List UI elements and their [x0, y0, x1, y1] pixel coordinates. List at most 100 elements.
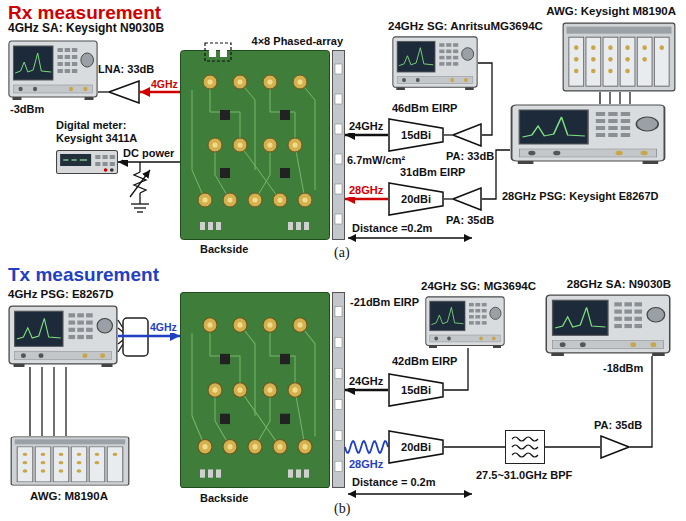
generator-picture — [393, 37, 477, 90]
instrument-label: 4GHz SA: Keysight N9030B — [8, 22, 164, 36]
antenna-panel — [333, 293, 345, 488]
phased-array-board: Backside — [180, 292, 345, 488]
analyzer-picture — [546, 295, 669, 356]
spectrum-analyzer: 4GHz SA: Keysight N9030B — [8, 40, 98, 100]
instrument-label: 24GHz SG: AnritsuMG3694C — [388, 20, 543, 33]
instrument-label: Backside — [200, 492, 248, 505]
awg-wires — [42, 367, 66, 436]
instrument-label: PA: 35dB — [594, 419, 642, 432]
signal-arrow — [345, 389, 388, 391]
signal-arrow — [140, 91, 180, 93]
chip-pair — [209, 47, 227, 57]
phased-array-board: 4×8 Phased-arrayBackside — [180, 50, 345, 240]
signal-wire — [444, 134, 452, 135]
measurement-note: -21dBm EIRP — [350, 296, 419, 309]
signal-arrow — [118, 161, 180, 162]
signal-label: 28GHz — [349, 184, 383, 197]
signal-arrow — [118, 335, 180, 337]
resistor-symbol — [130, 162, 150, 212]
horn-antenna: 20dBi — [388, 430, 444, 464]
bandpass-filter: 27.5~31.0GHz BPF — [505, 430, 545, 464]
power-amplifier: PA: 33dB — [452, 123, 482, 147]
horn-antenna: 15dBi — [388, 373, 444, 407]
signal-label: 28GHz — [349, 458, 383, 471]
filter-ground — [505, 430, 545, 464]
measurement-note: Distance = 0.2m — [352, 476, 435, 489]
shape-outline — [389, 183, 443, 215]
generator-picture — [512, 105, 665, 164]
instrument-label: Digital meter: Keysight 3411A — [56, 119, 156, 144]
signal-wire — [545, 446, 600, 447]
instrument-label: Backside — [200, 243, 248, 256]
awg-picture — [11, 437, 129, 485]
spectrum-analyzer: 28GHz SA: N9030B — [545, 294, 671, 356]
shape-outline — [452, 187, 482, 211]
instrument-label: 27.5~31.0GHz BPF — [476, 469, 572, 482]
horn-antenna: 20dBi — [388, 182, 444, 216]
signal-wire — [444, 348, 468, 390]
signal-wire — [444, 198, 452, 199]
subfigure-tag: (b) — [334, 501, 350, 517]
measurement-note: 31dBm EIRP — [400, 166, 465, 179]
signal-generator: 4GHz PSG: E8267D — [8, 305, 118, 367]
signal-arrow — [345, 198, 388, 200]
shape-outline — [109, 81, 139, 103]
gain-label: 20dBi — [401, 193, 431, 206]
digital-meter: Digital meter: Keysight 3411A — [56, 150, 118, 174]
shape-outline — [600, 435, 630, 459]
gain-label: 15dBi — [401, 129, 431, 142]
signal-wire — [98, 91, 108, 92]
instrument-label: LNA: 33dB — [98, 63, 154, 76]
shape-outline — [389, 431, 443, 463]
antenna-panel — [333, 51, 345, 240]
shape-outline — [108, 80, 140, 104]
signal-wire — [444, 446, 505, 447]
panel-title: Tx measurement — [8, 264, 159, 286]
instrument-label: 24GHz SG: MG3694C — [421, 280, 536, 293]
instrument-label: AWG: M8190A — [30, 490, 108, 503]
measurement-note: Distance =0.2m — [352, 222, 432, 235]
awg-chassis: AWG: Keysight M8190A — [562, 22, 676, 92]
signal-generator: 24GHz SG: MG3694C — [425, 296, 505, 348]
power-amplifier: PA: 35dB — [452, 187, 482, 211]
instrument-label: 4×8 Phased-array — [252, 35, 343, 48]
distance-arrow — [348, 493, 472, 495]
instrument-label: AWG: Keysight M8190A — [546, 5, 676, 18]
meter-picture — [57, 151, 118, 174]
instrument-label: 4GHz PSG: E8267D — [8, 288, 113, 301]
measurement-note: 6.7mW/cm² — [347, 154, 405, 167]
awg-picture — [563, 23, 675, 91]
instrument-label: 28GHz PSG: Keysight E8267D — [502, 190, 659, 203]
panel-title: Rx measurement — [8, 2, 161, 24]
measurement-note: -3dBm — [10, 103, 44, 116]
pcb-picture — [181, 293, 330, 488]
signal-label: 24GHz — [349, 375, 383, 388]
signal-generator: 24GHz SG: AnritsuMG3694C — [392, 36, 478, 90]
shape-outline — [453, 188, 481, 210]
dashed-marker — [205, 43, 231, 61]
signal-wire — [29, 367, 30, 436]
lna-amplifier: LNA: 33dB — [108, 80, 140, 104]
awg-wires — [610, 92, 630, 104]
gain-label: 20dBi — [401, 441, 431, 454]
signal-label: 4GHz — [150, 321, 177, 333]
shape-outline — [452, 123, 482, 147]
awg-chassis: AWG: M8190A — [10, 436, 130, 486]
signal-wire — [345, 441, 388, 453]
generator-picture — [426, 297, 504, 348]
signal-label: DC power — [123, 147, 174, 160]
distance-arrow — [348, 237, 472, 239]
shape-outline — [601, 436, 629, 458]
shape-outline — [453, 124, 481, 146]
instrument-label: 28GHz SA: N9030B — [567, 278, 671, 291]
horn-antenna: 15dBi — [388, 118, 444, 152]
gain-label: 15dBi — [401, 384, 431, 397]
shape-outline — [389, 119, 443, 151]
signal-arrow — [345, 134, 388, 136]
analyzer-picture — [9, 41, 97, 100]
signal-label: 24GHz — [349, 120, 383, 133]
subfigure-tag: (a) — [334, 245, 350, 261]
measurement-note: 46dBm EIRP — [392, 102, 457, 115]
measurement-note: -18dBm — [603, 362, 643, 375]
